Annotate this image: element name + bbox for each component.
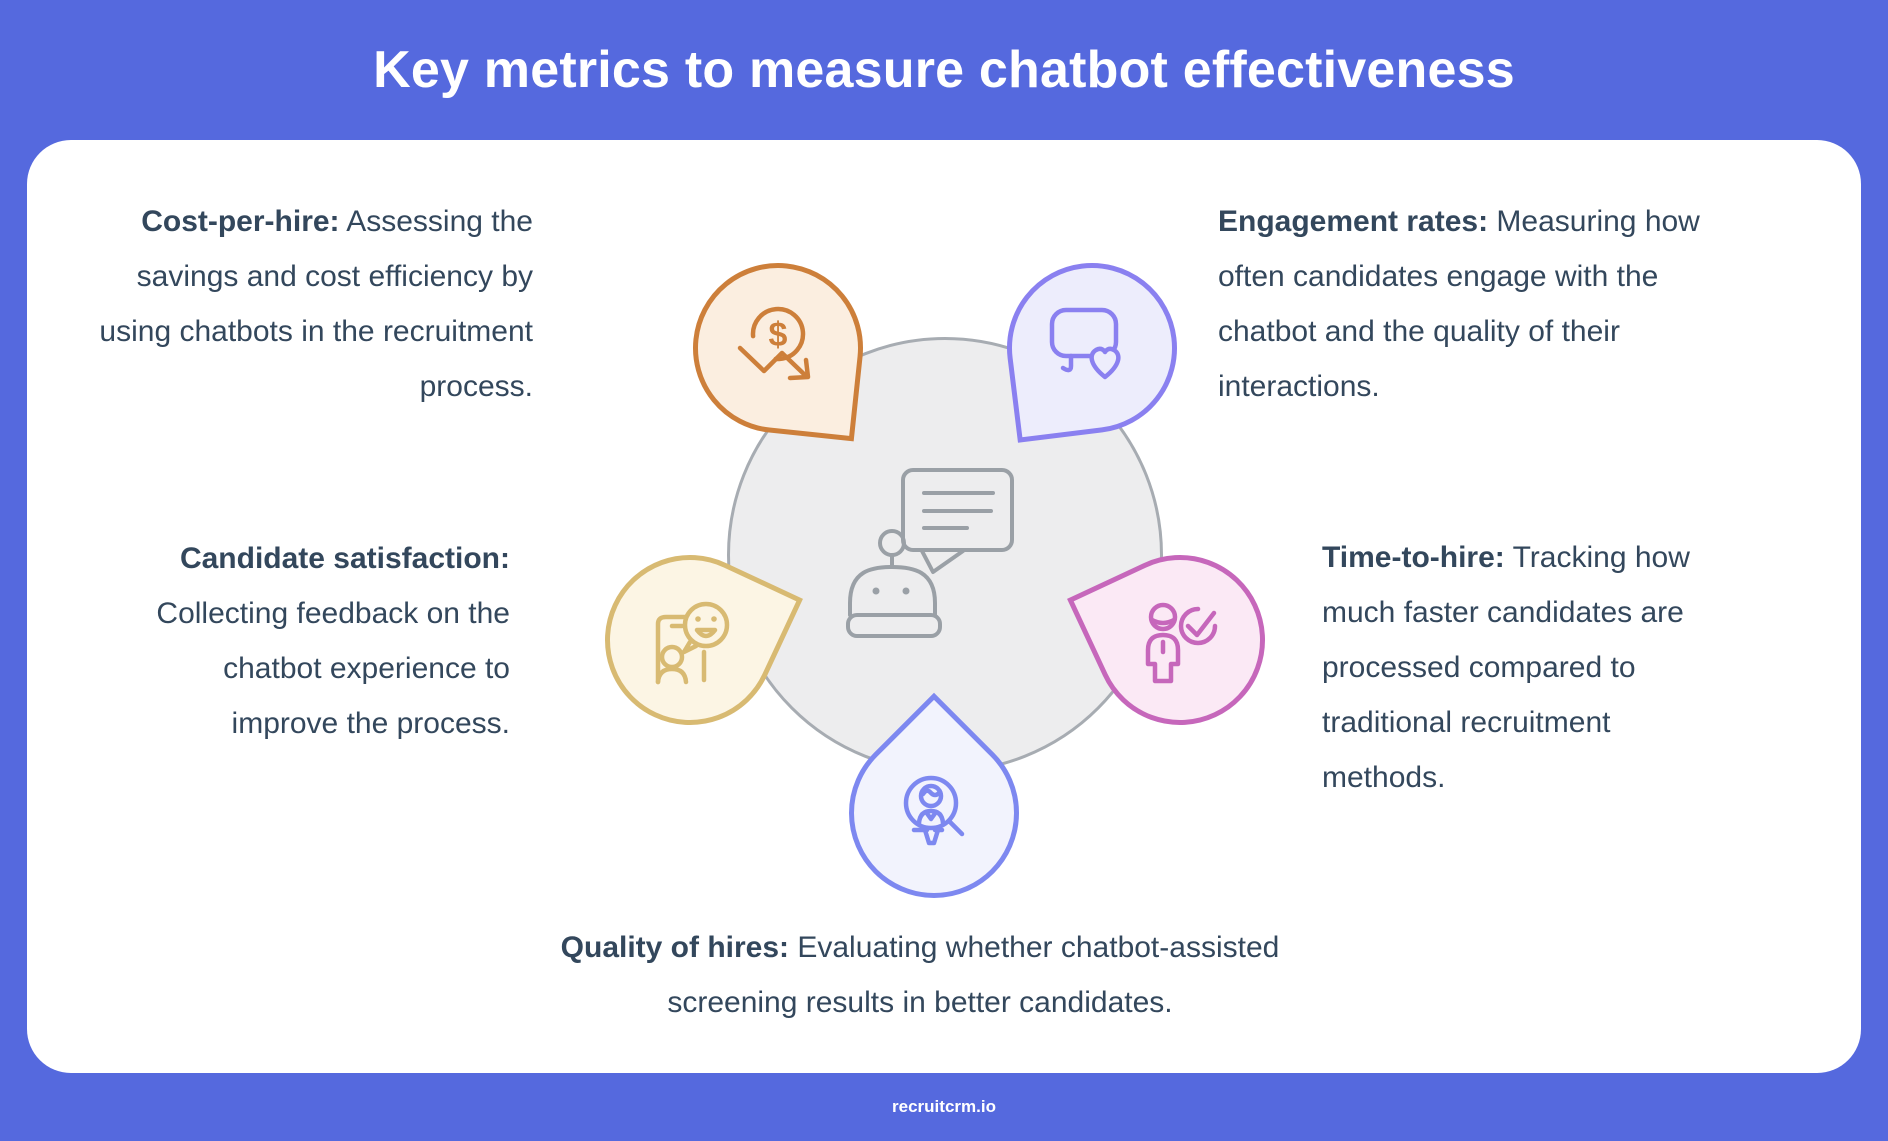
metric-engagement-rates-label: Engagement rates: [1218,205,1489,238]
cost-per-hire-bubble: $ [684,254,872,442]
speech-bubble [901,468,1014,552]
dollar-decrease-icon: $ [737,306,811,381]
time-to-hire-bubble [1067,527,1293,753]
robot-chin [846,613,942,638]
metric-candidate-satisfaction-label: Candidate satisfaction: [179,542,510,575]
chat-heart-icon [1049,307,1121,380]
candidate-search-icon [903,775,965,846]
chatbot-speech-icon [846,468,1014,638]
page-title: Key metrics to measure chatbot effective… [373,41,1515,99]
metric-cost-per-hire-label: Cost-per-hire: [141,205,340,238]
metric-candidate-satisfaction-desc: Collecting feedback on the chatbot exper… [156,597,510,740]
robot-eye-left [872,587,880,595]
robot-head [848,565,937,617]
metric-quality-of-hires-text: Quality of hires: Evaluating whether cha… [420,920,1420,1030]
metric-cost-per-hire-desc: Assessing the savings and cost efficienc… [99,205,533,403]
metric-cost-per-hire-text: Cost-per-hire: Assessing the savings and… [0,194,533,414]
antenna-ball [878,529,906,557]
metric-engagement-rates-desc: Measuring how often candidates engage wi… [1218,205,1700,403]
metric-engagement-rates-text: Engagement rates: Measuring how often ca… [1218,194,1858,414]
brand-footer: recruitcrm.io [892,1097,996,1116]
metric-candidate-satisfaction-text: Candidate satisfaction: Collecting feedb… [0,531,510,751]
candidate-check-icon [1145,602,1218,684]
feedback-smiley-icon [655,601,730,685]
metric-quality-of-hires-label: Quality of hires: [560,931,790,964]
metric-time-to-hire-label: Time-to-hire: [1322,541,1505,574]
quality-of-hires-bubble [813,692,1055,934]
speech-lines [922,491,995,530]
metric-time-to-hire-text: Time-to-hire: Tracking how much faster c… [1322,530,1882,805]
metric-quality-of-hires-desc: Evaluating whether chatbot-assisted scre… [667,931,1280,1019]
dollar-glyph: $ [769,316,788,354]
speech-tail [920,549,965,574]
candidate-satisfaction-bubble [577,527,803,753]
engagement-rates-bubble [997,253,1187,443]
robot-eye-right [902,587,910,595]
metric-time-to-hire-desc: Tracking how much faster candidates are … [1322,541,1690,794]
